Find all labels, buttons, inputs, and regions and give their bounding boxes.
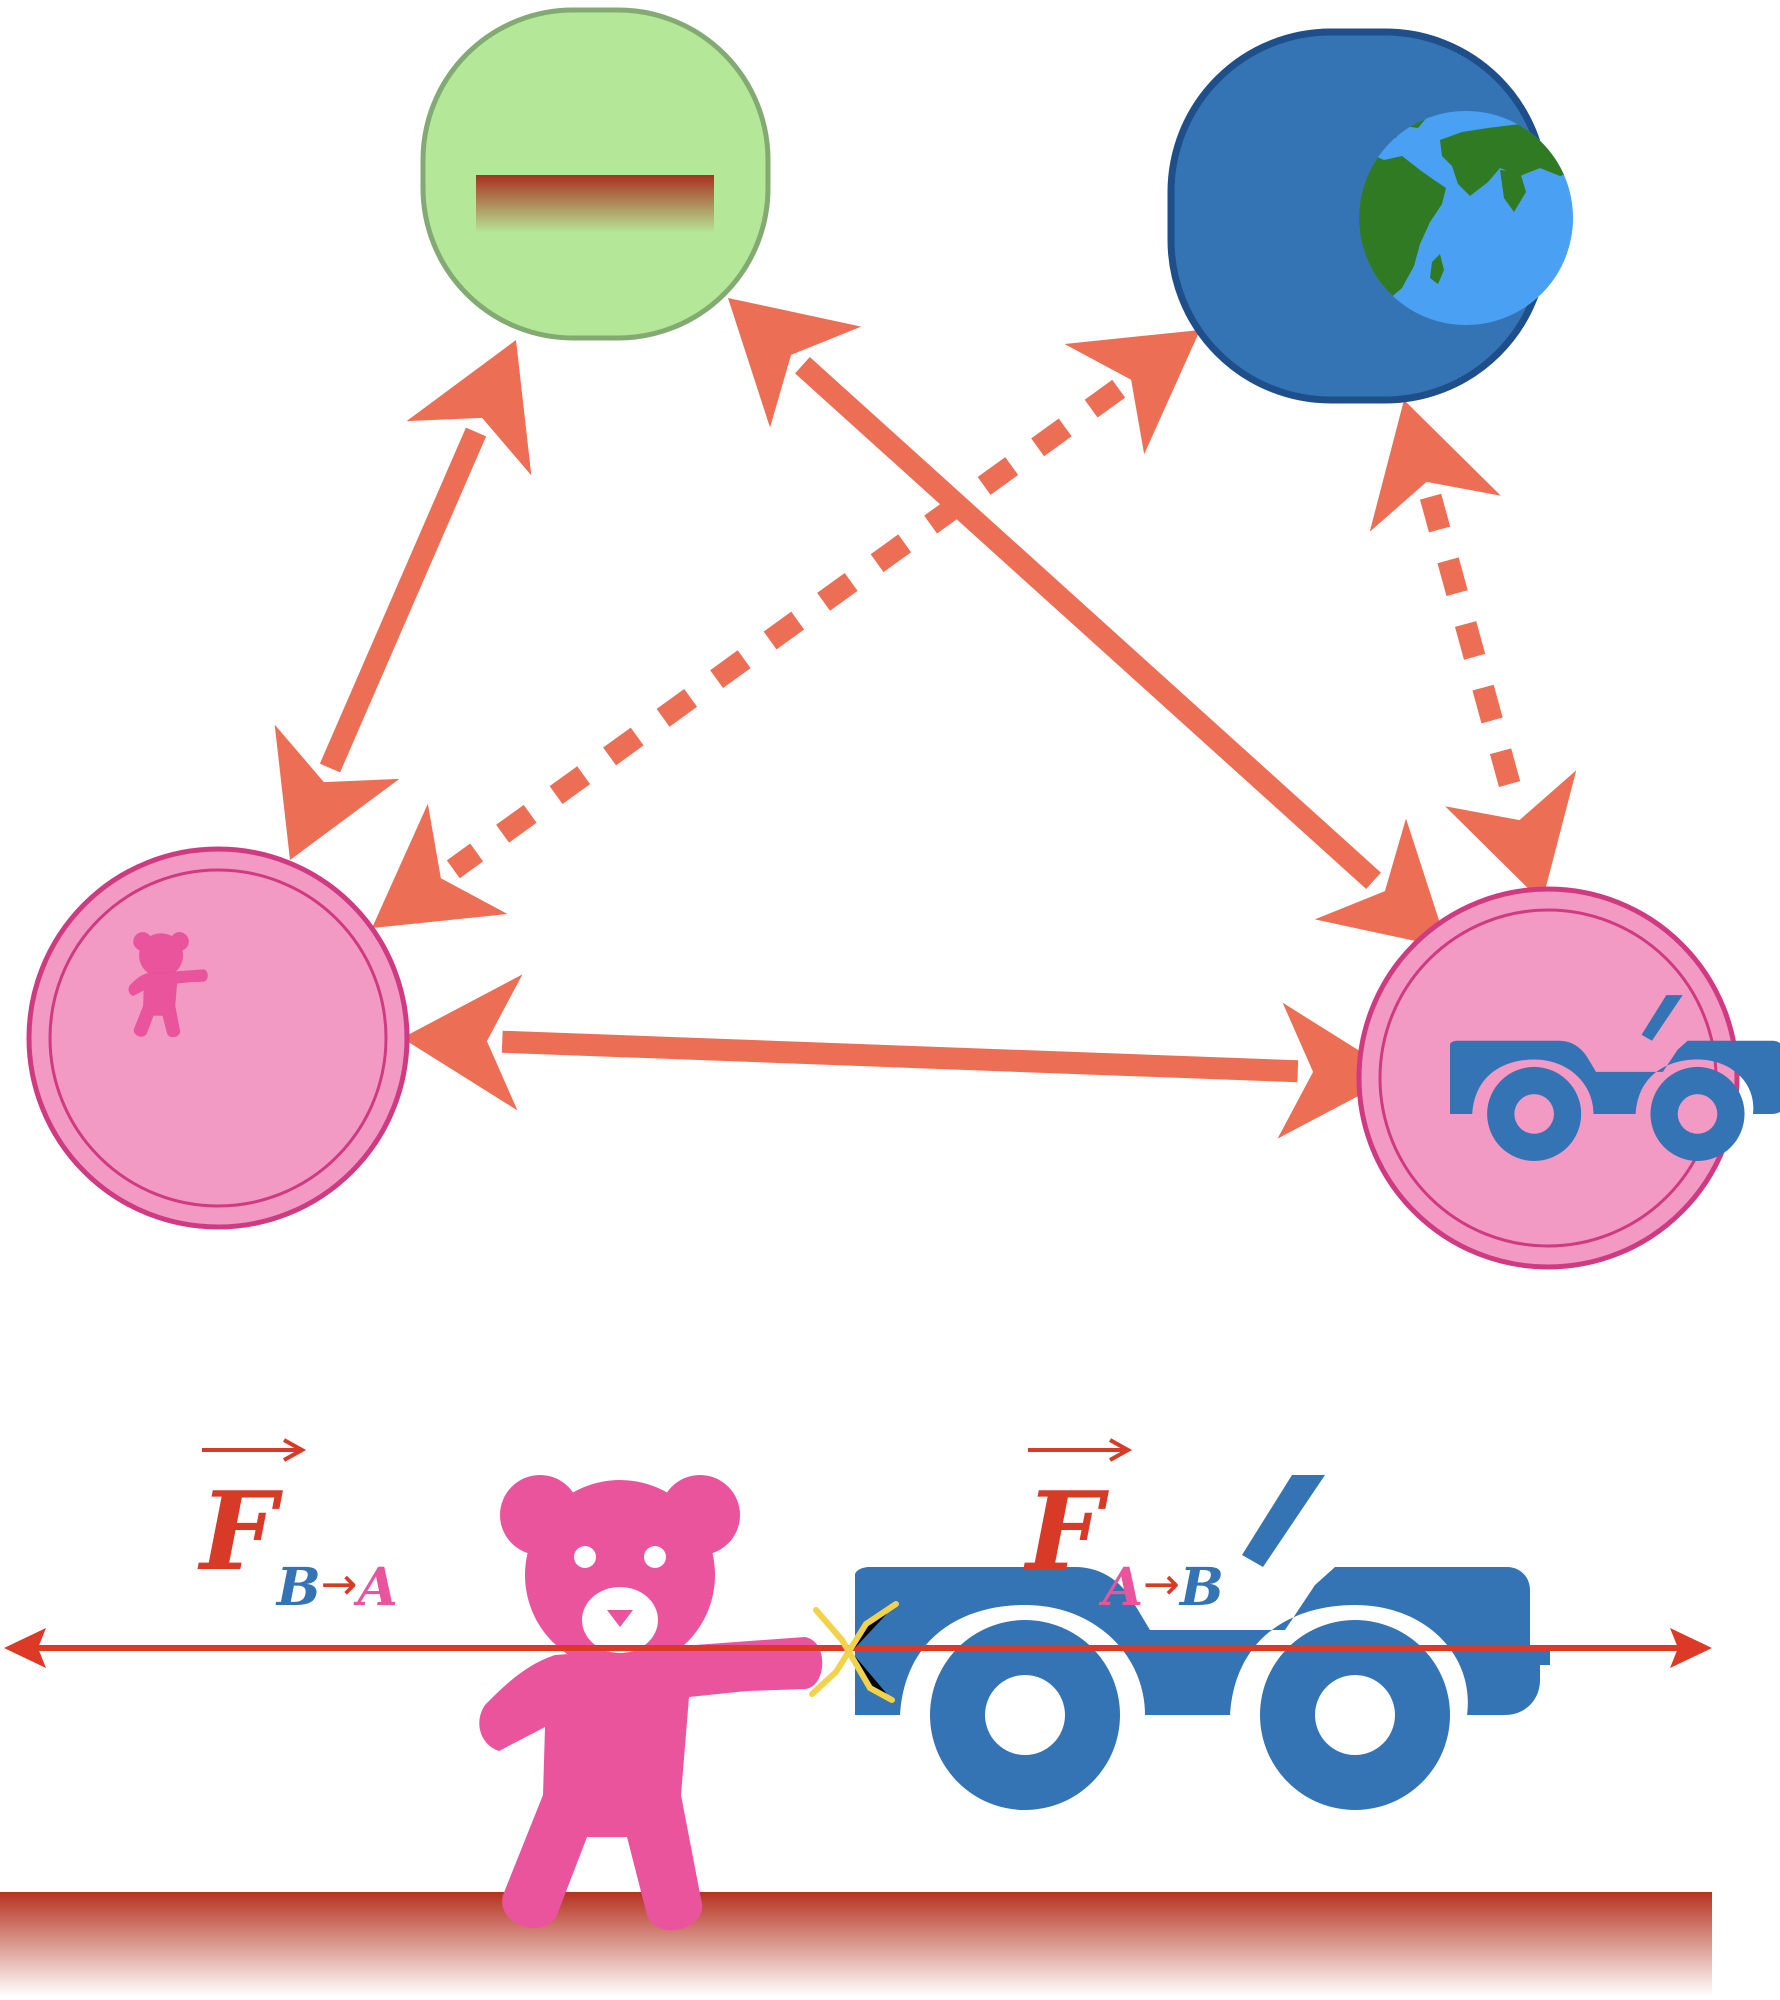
arrowhead-start — [406, 340, 532, 476]
arrowhead-end — [372, 803, 508, 928]
arrowhead-start — [728, 298, 862, 428]
force-subscript-arrow: → — [320, 1559, 358, 1610]
contact-point-mark — [809, 1601, 899, 1703]
interaction-arrow-earth-bear — [372, 330, 1200, 928]
arrowhead-end — [274, 724, 400, 860]
interaction-arrow-ground-jeep — [728, 298, 1448, 948]
vector-overarrow-right — [1028, 1438, 1133, 1462]
vector-overarrow-left — [202, 1438, 307, 1462]
floor — [0, 1892, 1712, 1996]
line-of-action — [4, 1628, 1712, 1668]
jeep-icon — [1450, 995, 1780, 1161]
force-subscript-arrow: → — [1143, 1559, 1180, 1610]
arrowhead-start — [402, 974, 523, 1111]
interaction-arrows — [274, 298, 1577, 1139]
arrowhead-start — [1369, 400, 1501, 532]
interaction-arrow-earth-jeep — [1369, 400, 1577, 902]
scene-jeep — [855, 1475, 1550, 1810]
arrowhead-end — [1314, 818, 1448, 948]
force-subscript-from: A — [1102, 1557, 1144, 1618]
teddy-bear-icon — [128, 932, 208, 1038]
interaction-arrow-ground-bear — [274, 340, 532, 860]
ground-node — [420, 7, 771, 341]
right-arrowhead — [1670, 1628, 1712, 1668]
arrow-shaft — [501, 1030, 1299, 1083]
teddy-bear-node — [26, 846, 410, 1230]
arrow-shaft — [446, 379, 1126, 879]
arrowhead-end — [1445, 770, 1577, 902]
earth-node — [1167, 28, 1573, 404]
arrowhead-end — [1277, 1002, 1398, 1139]
scene-teddy-bear — [479, 1475, 823, 1931]
force-subscript-to: B — [1179, 1557, 1224, 1618]
left-arrowhead — [4, 1628, 46, 1668]
force-subscript-to: A — [357, 1557, 398, 1618]
force-symbol: F — [200, 1469, 277, 1595]
arrow-shaft — [319, 427, 487, 773]
arrowhead-start — [1064, 330, 1200, 455]
interaction-arrow-bear-jeep — [402, 974, 1398, 1139]
force-symbol: F — [1026, 1469, 1103, 1595]
ground-icon — [476, 175, 714, 233]
jeep-node — [1356, 886, 1780, 1270]
force-subscript-from: B — [276, 1557, 321, 1618]
force-label-right: FA→B — [1026, 1478, 1224, 1614]
arrow-shaft — [1419, 493, 1527, 809]
force-label-left: FB→A — [200, 1478, 398, 1614]
arrow-shaft — [795, 357, 1381, 889]
